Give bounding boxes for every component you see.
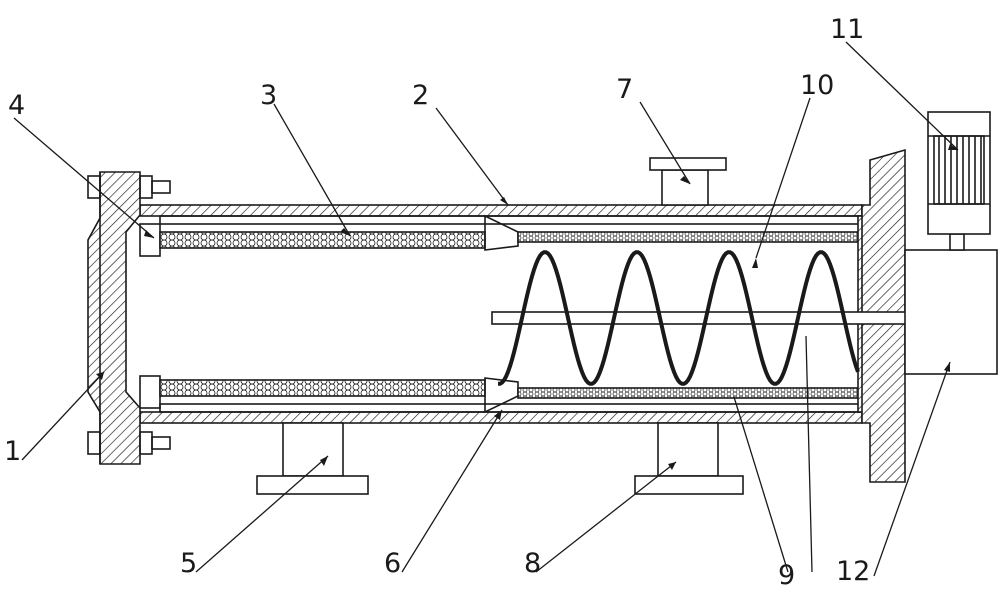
part-label-10: 10 <box>800 70 834 101</box>
part-label-6: 6 <box>384 548 401 579</box>
nut-bottom <box>151 436 171 450</box>
arrow-6 <box>494 410 502 420</box>
screw-flight <box>498 250 860 386</box>
part-label-9: 9 <box>778 560 795 591</box>
discharge-flange <box>649 157 727 171</box>
arrow-5 <box>320 456 328 466</box>
part-label-4: 4 <box>8 90 25 121</box>
leader-2 <box>435 107 509 206</box>
leader-10 <box>755 97 811 259</box>
screen-mesh-top <box>159 231 486 249</box>
leader-5 <box>195 455 329 573</box>
bolt-bottom-left <box>87 431 101 455</box>
gearbox <box>904 249 998 375</box>
bolt-bottom-right <box>139 431 153 455</box>
part-label-8: 8 <box>524 548 541 579</box>
part-label-5: 5 <box>180 548 197 579</box>
arrow-2 <box>500 197 508 205</box>
motor-fins <box>933 135 985 205</box>
leader-7 <box>639 101 691 185</box>
part-label-3: 3 <box>260 80 277 111</box>
arrow-10 <box>752 258 758 268</box>
part-label-2: 2 <box>412 80 429 111</box>
seal-block-bottom <box>139 375 161 409</box>
arrow-8 <box>668 462 676 470</box>
leader-1 <box>21 371 105 461</box>
left-end-cap <box>87 171 141 465</box>
leader-4 <box>13 117 155 239</box>
part-label-11: 11 <box>830 14 864 45</box>
leader-12 <box>873 361 951 577</box>
screw-shaft <box>491 311 913 325</box>
transition-cone-top <box>484 214 519 251</box>
inner-liner-bottom <box>159 403 861 413</box>
arrow-1 <box>96 372 104 380</box>
arrow-7 <box>680 176 690 184</box>
leader-lines <box>13 41 959 577</box>
support-leg-left <box>282 422 344 477</box>
fine-filter-top <box>517 231 859 243</box>
screen-mesh-bottom <box>159 379 486 397</box>
motor-coupling <box>949 233 965 251</box>
leader-3 <box>273 103 351 237</box>
leader-8 <box>535 461 677 573</box>
support-foot-left <box>256 475 369 495</box>
bolt-top-right <box>139 175 153 199</box>
arrow-3 <box>340 228 350 236</box>
inner-liner-top <box>159 215 861 225</box>
part-label-12: 12 <box>836 556 870 587</box>
leader-9a <box>733 396 789 573</box>
support-leg-right <box>657 422 719 477</box>
leader-6 <box>401 409 503 573</box>
arrow-11 <box>948 144 958 150</box>
housing-top-wall <box>139 204 863 217</box>
leader-11 <box>845 41 959 151</box>
part-label-7: 7 <box>616 74 633 105</box>
part-label-1: 1 <box>4 436 21 467</box>
support-foot-right <box>634 475 744 495</box>
leader-9b <box>805 335 813 573</box>
nut-top <box>151 180 171 194</box>
bolt-top-left <box>87 175 101 199</box>
arrow-4 <box>144 230 154 238</box>
arrow-12 <box>944 362 950 372</box>
